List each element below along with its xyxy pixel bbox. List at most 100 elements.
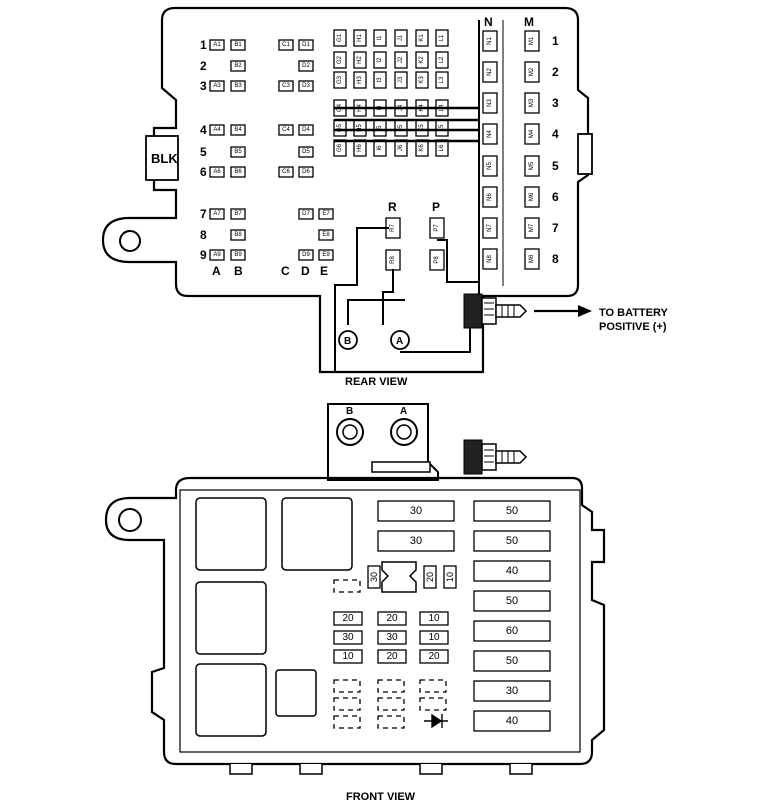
svg-text:D6: D6	[302, 169, 310, 175]
svg-text:50: 50	[506, 595, 518, 607]
svg-text:M5: M5	[529, 161, 535, 170]
svg-text:A4: A4	[213, 127, 221, 133]
blk-connector-tab	[145, 135, 179, 181]
rear-right-row-6: 6	[552, 190, 559, 204]
rear-cell-l3: L3	[435, 71, 449, 89]
front-bottom-notches	[229, 764, 533, 775]
relay-blocks	[195, 497, 353, 737]
front-battery-stud	[463, 439, 528, 475]
rear-cell-n1: N1	[482, 30, 498, 52]
svg-text:B5: B5	[234, 149, 242, 155]
svg-text:30: 30	[410, 505, 422, 517]
rear-cell-l2: L2	[435, 51, 449, 69]
svg-text:I2: I2	[377, 57, 383, 63]
rear-cell-h1: H1	[353, 29, 367, 47]
rear-cell-h3: H3	[353, 71, 367, 89]
svg-text:N2: N2	[487, 68, 493, 76]
rear-cell-i6: I6	[373, 139, 387, 157]
svg-text:A7: A7	[213, 211, 221, 217]
svg-text:M6: M6	[529, 192, 535, 201]
rear-cell-n3: N3	[482, 92, 498, 114]
front-terminal-a-label: A	[400, 406, 407, 417]
rear-left-row-9: 9	[200, 248, 207, 262]
rear-cell-p7: P7	[429, 217, 445, 239]
rear-cell-b4: B4	[230, 124, 246, 136]
large-fuse-2: 30	[377, 530, 455, 552]
svg-text:J2: J2	[398, 56, 404, 63]
rear-terminal-b	[338, 330, 358, 350]
mini-fuse-r3-c1: 10	[333, 649, 363, 664]
empty-fuse-slot	[419, 697, 447, 711]
rear-terminal-a-label: A	[396, 336, 403, 347]
header-r: R	[388, 200, 397, 214]
vertical-fuse-2: 20	[423, 565, 437, 589]
svg-text:30: 30	[506, 685, 518, 697]
svg-text:G6: G6	[337, 143, 343, 152]
svg-text:D3: D3	[302, 83, 310, 89]
svg-text:10: 10	[428, 632, 440, 643]
rear-cell-d2: D2	[298, 60, 314, 72]
svg-text:60: 60	[506, 625, 518, 637]
rear-cell-n8: N8	[482, 248, 498, 270]
rear-cell-j6: J6	[394, 139, 408, 157]
empty-fuse-slot	[419, 679, 447, 693]
svg-text:50: 50	[506, 535, 518, 547]
rear-cell-e8: E8	[318, 229, 334, 241]
rear-cell-i3: I3	[373, 71, 387, 89]
rear-wiring	[334, 227, 479, 372]
rear-cell-d1: D1	[298, 39, 314, 51]
blk-label: BLK	[151, 151, 178, 166]
rear-cell-j2: J2	[394, 51, 408, 69]
svg-text:C3: C3	[282, 83, 290, 89]
rear-cell-g3: G3	[333, 71, 347, 89]
rear-right-row-3: 3	[552, 96, 559, 110]
svg-text:H2: H2	[357, 56, 363, 64]
rear-cell-h5: H5	[353, 119, 367, 137]
header-n: N	[484, 15, 493, 29]
mini-fuse-r3-c3: 20	[419, 649, 449, 664]
svg-text:D7: D7	[302, 211, 310, 217]
rear-cell-b5: B5	[230, 146, 246, 158]
rear-view-caption: REAR VIEW	[345, 376, 408, 388]
rear-cell-b2: B2	[230, 60, 246, 72]
svg-text:J6: J6	[398, 144, 404, 151]
rear-mount-hole	[119, 230, 141, 252]
svg-text:G3: G3	[337, 75, 343, 84]
svg-text:M7: M7	[529, 223, 535, 232]
rear-terminal-b-label: B	[344, 336, 351, 347]
rear-cell-n6: N6	[482, 186, 498, 208]
svg-text:I1: I1	[377, 35, 383, 41]
rear-cell-b6: B6	[230, 166, 246, 178]
rear-cell-i2: I2	[373, 51, 387, 69]
rear-cell-j1: J1	[394, 29, 408, 47]
rear-cell-k5: K5	[415, 119, 429, 137]
rear-right-row-5: 5	[552, 159, 559, 173]
svg-text:H5: H5	[357, 124, 363, 132]
rear-right-row-8: 8	[552, 252, 559, 266]
svg-text:B2: B2	[234, 63, 242, 69]
svg-text:L2: L2	[439, 56, 445, 63]
maxi-fuse-2: 50	[473, 530, 551, 552]
rear-cell-g5: G5	[333, 119, 347, 137]
rear-cell-m3: M3	[524, 92, 540, 114]
maxi-fuse-3: 40	[473, 560, 551, 582]
svg-text:M4: M4	[529, 129, 535, 138]
rear-cell-p8: P8	[429, 249, 445, 271]
rear-terminal-a	[390, 330, 410, 350]
rear-cell-a4: A4	[209, 124, 225, 136]
mid-bus-bars	[334, 106, 479, 143]
svg-text:B7: B7	[234, 211, 242, 217]
rear-left-row-8: 8	[200, 228, 207, 242]
rear-cell-b1: B1	[230, 39, 246, 51]
svg-text:M3: M3	[529, 98, 535, 107]
svg-text:D2: D2	[302, 63, 310, 69]
svg-text:D1: D1	[302, 42, 310, 48]
maxi-fuse-4: 50	[473, 590, 551, 612]
rear-cell-b3: B3	[230, 80, 246, 92]
header-a: A	[212, 264, 221, 278]
svg-text:D5: D5	[302, 149, 310, 155]
rear-cell-j3: J3	[394, 71, 408, 89]
rear-cell-g1: G1	[333, 29, 347, 47]
rear-right-tab	[577, 133, 593, 175]
rear-cell-m1: M1	[524, 30, 540, 52]
